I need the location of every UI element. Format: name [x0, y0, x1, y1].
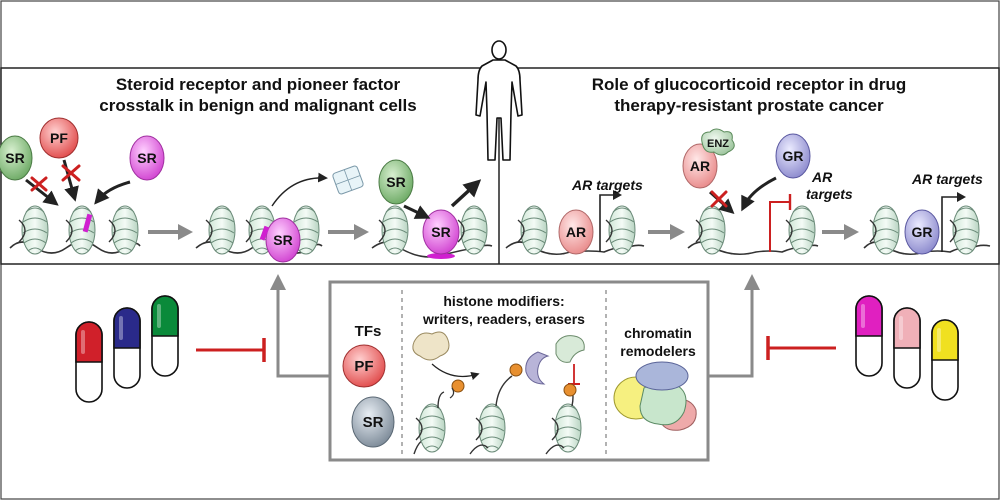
pf-factor-box: PF	[342, 344, 386, 388]
histone-tail-nucleosome-icon	[545, 383, 582, 455]
connector-right	[708, 274, 760, 378]
left-panel-title-line2: crosstalk in benign and malignant cells	[99, 96, 416, 115]
left-state1-chromatin	[9, 205, 141, 255]
sr-factor-green-top: SR	[378, 159, 414, 205]
svg-text:GR: GR	[783, 148, 804, 164]
eraser-enzyme-icon	[555, 335, 585, 385]
human-body-icon	[475, 40, 523, 161]
transition-arrow-icon	[148, 224, 193, 240]
sr-label: SR	[5, 150, 24, 166]
eviction-arrow	[271, 172, 328, 207]
transition-arrow-icon	[328, 224, 369, 240]
sr-factor-grey: SR	[351, 396, 395, 448]
block-x-icon	[30, 164, 81, 192]
right-state3-chromatin	[863, 192, 991, 256]
sr-label: SR	[137, 150, 156, 166]
histone-tail-nucleosome-icon	[413, 379, 465, 455]
sr-factor-magenta-chromatin: SR	[422, 209, 460, 255]
svg-text:AR: AR	[690, 158, 710, 174]
svg-text:GR: GR	[912, 224, 933, 240]
drug-capsule-icon	[893, 307, 921, 389]
enz-drug-icon: ENZ	[701, 128, 735, 156]
drug-capsule-icon	[855, 295, 883, 377]
ar-factor-enz-bound: AR	[682, 143, 718, 189]
ar-factor: AR	[558, 209, 594, 255]
inhibition-left-icon	[196, 338, 266, 362]
connector-left	[270, 274, 330, 378]
ar-targets-label: AR targets	[911, 171, 983, 187]
drug-capsule-icon	[113, 307, 141, 389]
sr-factor-green: SR	[0, 135, 33, 181]
histone-modifiers-title: histone modifiers:	[443, 293, 564, 309]
reader-protein-icon	[525, 351, 550, 385]
right-panel-title-line2: therapy-resistant prostate cancer	[614, 96, 884, 115]
transition-arrow-icon	[648, 224, 685, 240]
right-state1-chromatin	[505, 190, 645, 256]
histone-mark	[82, 213, 93, 233]
gr-binding-arrow	[741, 176, 777, 212]
blocked-binding-arrows	[25, 159, 131, 206]
pf-label: PF	[50, 130, 68, 146]
writer-enzyme-icon	[412, 331, 450, 361]
svg-text:SR: SR	[386, 174, 405, 190]
svg-text:PF: PF	[354, 358, 373, 375]
sr-factor-magenta-bound: SR	[259, 217, 301, 263]
left-state3-chromatin	[371, 205, 493, 259]
tfs-label: TFs	[355, 323, 382, 340]
svg-text:SR: SR	[431, 224, 450, 240]
svg-text:SR: SR	[273, 232, 292, 248]
sr-factor-magenta: SR	[129, 135, 165, 181]
chromatin-remodelers-title: chromatin	[624, 325, 692, 341]
drug-capsules	[75, 295, 959, 403]
svg-text:AR: AR	[566, 224, 586, 240]
drug-capsule-icon	[931, 319, 959, 401]
right-panel-title-line1: Role of glucocorticoid receptor in drug	[592, 75, 907, 94]
gr-factor: GR	[775, 133, 811, 179]
evicted-histone-icon	[332, 165, 364, 195]
left-state2-chromatin	[195, 205, 323, 255]
drug-capsule-icon	[75, 321, 103, 403]
block-x-icon	[710, 190, 728, 208]
ar-targets-word1: AR	[811, 169, 833, 185]
histone-modifiers-subtitle: writers, readers, erasers	[422, 311, 585, 327]
drug-capsule-icon	[151, 295, 179, 377]
svg-text:SR: SR	[363, 414, 384, 431]
transition-arrow-icon	[822, 224, 859, 240]
gr-factor-bound: GR	[904, 209, 940, 255]
ar-targets-word2: targets	[806, 186, 853, 202]
activation-arrow	[450, 179, 482, 208]
ar-targets-label: AR targets	[571, 177, 643, 193]
svg-text:ENZ: ENZ	[707, 138, 729, 150]
right-state2-chromatin	[687, 194, 819, 256]
left-panel-title-line1: Steroid receptor and pioneer factor	[116, 75, 401, 94]
writer-arrow	[431, 363, 480, 380]
chromatin-remodeler-complex-icon	[613, 361, 697, 431]
recruitment-arrow	[403, 204, 431, 219]
inhibition-right-icon	[766, 336, 836, 360]
binding-arrow	[94, 180, 131, 205]
histone-tail-nucleosome-icon	[469, 363, 523, 455]
pf-factor: PF	[39, 117, 79, 159]
chromatin-remodelers-subtitle: remodelers	[620, 343, 696, 359]
